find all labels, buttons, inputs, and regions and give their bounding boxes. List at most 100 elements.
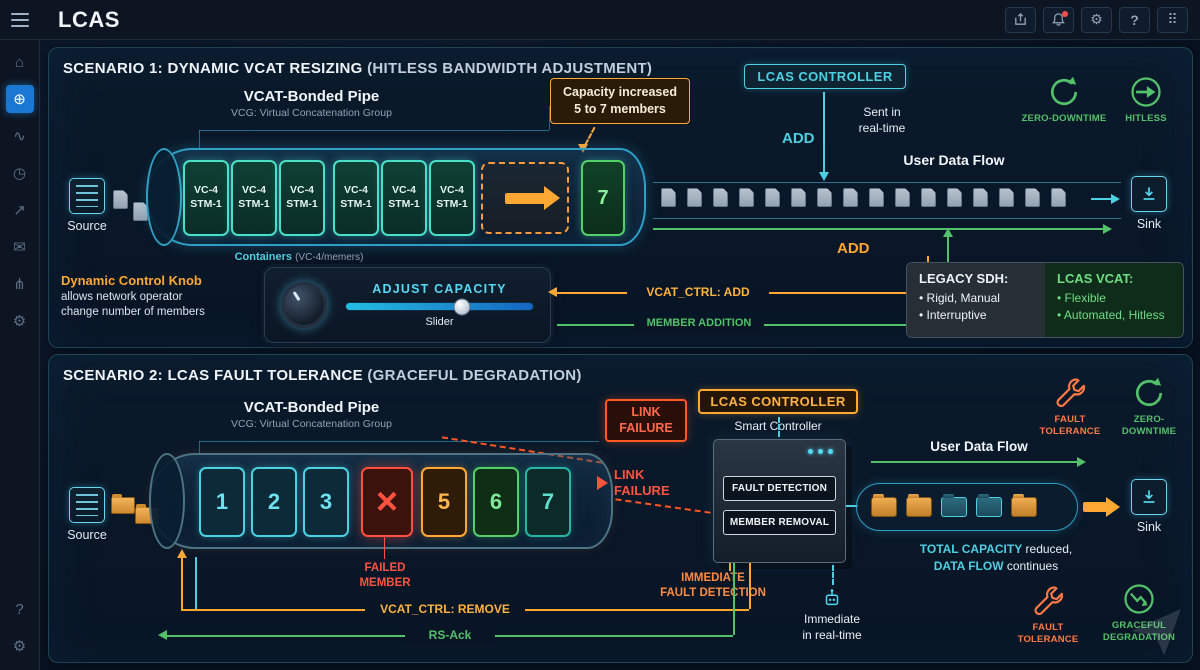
export-button[interactable]	[1005, 6, 1036, 33]
sidebar-item-messages[interactable]: ✉	[6, 233, 34, 261]
adjust-capacity-label: ADJUST CAPACITY	[372, 282, 507, 296]
rs-ack-label: RS-Ack	[405, 627, 495, 643]
gear-icon: ⚙	[12, 313, 27, 330]
data-packet	[739, 188, 754, 207]
download-icon	[1143, 490, 1155, 503]
failed-line1: FAILED	[364, 562, 406, 574]
menu-icon[interactable]	[0, 0, 40, 40]
download-icon	[1143, 187, 1155, 200]
topbar: LCAS ⚙ ? ⠿	[0, 0, 1200, 40]
sidebar-item-topology[interactable]: ⋔	[6, 270, 34, 298]
failed-member-line	[384, 537, 385, 559]
member-line2: STM-1	[238, 198, 270, 210]
member-line1: VC-4	[290, 184, 314, 197]
sidebar-item-network[interactable]: ⊕	[5, 85, 34, 113]
data-packet-orange	[871, 494, 897, 517]
data-packet	[973, 188, 988, 207]
fault-tolerance-caption: FAULT TOLERANCE	[1040, 414, 1101, 438]
zero-downtime-caption: ZERO- DOWNTIME	[1122, 414, 1176, 438]
zero-downtime-legend: ZERO-DOWNTIME	[1021, 74, 1107, 125]
graceful-degradation-caption: GRACEFUL DEGRADATION	[1103, 620, 1175, 644]
add-label-cyan: ADD	[782, 130, 815, 147]
sidebar-item-analytics[interactable]: ↗	[6, 196, 34, 224]
data-packet	[947, 188, 962, 207]
vcat-ctrl-remove-label: VCAT_CTRL: REMOVE	[365, 601, 525, 617]
vcat-ctrl-add-label: VCAT_CTRL: ADD	[627, 284, 769, 300]
main-canvas: SCENARIO 1: DYNAMIC VCAT RESIZING (HITLE…	[40, 40, 1200, 670]
scenario2-title: SCENARIO 2: LCAS FAULT TOLERANCE (GRACEF…	[63, 367, 582, 384]
fault-tolerance-caption: FAULT TOLERANCE	[1018, 622, 1079, 646]
stream-boundary-line	[653, 182, 1121, 183]
wrench-icon	[1056, 378, 1086, 407]
member-addition-label: MEMBER ADDITION	[634, 316, 764, 330]
failed-line2: MEMBER	[359, 576, 411, 589]
capacity-knob[interactable]	[281, 282, 327, 328]
caption-line: FAULT	[1054, 414, 1086, 425]
user-data-flow-label: User Data Flow	[930, 439, 1028, 454]
sidebar-item-settings[interactable]: ⚙	[6, 307, 34, 335]
member-removal-label: MEMBER REMOVAL	[723, 510, 836, 535]
sent-line2: real-time	[858, 121, 906, 136]
failure-connector-line	[615, 498, 711, 514]
controller-vents	[808, 449, 833, 454]
callout-pointer-line	[584, 126, 596, 146]
caption-line: TOLERANCE	[1017, 633, 1079, 645]
sidebar-item-history[interactable]: ◷	[6, 159, 34, 187]
caption-line: FAULT	[1032, 622, 1064, 633]
data-packet	[661, 188, 676, 207]
lcas-item: Flexible	[1057, 290, 1171, 307]
flow-arrow-icon	[1083, 497, 1120, 517]
lcas-vcat-column: LCAS VCAT: Flexible Automated, Hitless	[1045, 263, 1183, 337]
link-failure-badge: LINK FAILURE	[605, 399, 687, 443]
wrench-icon	[1034, 586, 1064, 615]
cyan-riser-left	[195, 557, 197, 609]
member-7: 7	[525, 467, 571, 537]
scenario1-panel: SCENARIO 1: DYNAMIC VCAT RESIZING (HITLE…	[48, 47, 1193, 348]
green-flow-arrow	[1077, 457, 1086, 467]
pipe-title: VCAT-Bonded Pipe	[243, 399, 380, 416]
bracket-line	[199, 441, 200, 453]
sdh-vcat-compare: LEGACY SDH: Rigid, Manual Interruptive L…	[906, 262, 1184, 338]
pipe-subtitle: VCG: Virtual Concatenation Group	[231, 107, 392, 119]
sidebar-item-activity[interactable]: ∿	[6, 122, 34, 150]
pipe-heading: VCAT-Bonded Pipe VCG: Virtual Concatenat…	[179, 399, 444, 430]
settings-button[interactable]: ⚙	[1081, 6, 1112, 33]
s1-packet-row	[661, 188, 1066, 207]
expansion-arrow-icon	[505, 185, 560, 210]
document-icon	[113, 190, 128, 209]
sent-realtime-label: Sent in real-time	[845, 104, 919, 136]
apps-button[interactable]: ⠿	[1157, 6, 1188, 33]
control-knob-description: Dynamic Control Knob allows network oper…	[61, 272, 266, 321]
data-packet	[999, 188, 1014, 207]
slider-handle[interactable]	[453, 298, 471, 315]
callout-line1: Capacity increased	[563, 85, 677, 99]
bracket-line	[549, 106, 550, 130]
capacity-note-line1: TOTAL CAPACITY reduced,	[876, 541, 1116, 558]
sidebar-item-help[interactable]: ?	[6, 595, 34, 623]
caption-line: DEGRADATION	[1102, 631, 1176, 643]
capacity-rest2: continues	[1003, 559, 1059, 574]
member-number: 6	[489, 489, 503, 514]
pipe-subtitle: VCG: Virtual Concatenation Group	[231, 418, 392, 430]
robot-caption: Immediate in real-time	[786, 611, 878, 643]
bracket-line	[199, 130, 549, 131]
topology-icon: ⋔	[13, 276, 26, 293]
add-connector-line	[823, 92, 825, 174]
member-6: 6	[473, 467, 519, 537]
source-server-icon	[69, 487, 105, 523]
notifications-button[interactable]	[1043, 6, 1074, 33]
data-packet	[1051, 188, 1066, 207]
member-3: 3	[303, 467, 349, 537]
remove-riser-right	[749, 563, 751, 609]
sidebar-item-home[interactable]: ⌂	[6, 48, 34, 76]
sidebar-item-preferences[interactable]: ⚙	[6, 632, 34, 660]
containers-label: Containers (VC-4/memers)	[189, 251, 409, 263]
app-title: LCAS	[58, 6, 120, 32]
help-button[interactable]: ?	[1119, 6, 1150, 33]
scenario1-title-paren: (HITLESS BANDWIDTH ADJUSTMENT)	[367, 60, 653, 77]
legacy-item: Interruptive	[919, 307, 1033, 324]
pill-connector-line	[846, 505, 858, 507]
scenario2-panel: SCENARIO 2: LCAS FAULT TOLERANCE (GRACEF…	[48, 354, 1193, 663]
capacity-slider[interactable]	[345, 298, 534, 315]
